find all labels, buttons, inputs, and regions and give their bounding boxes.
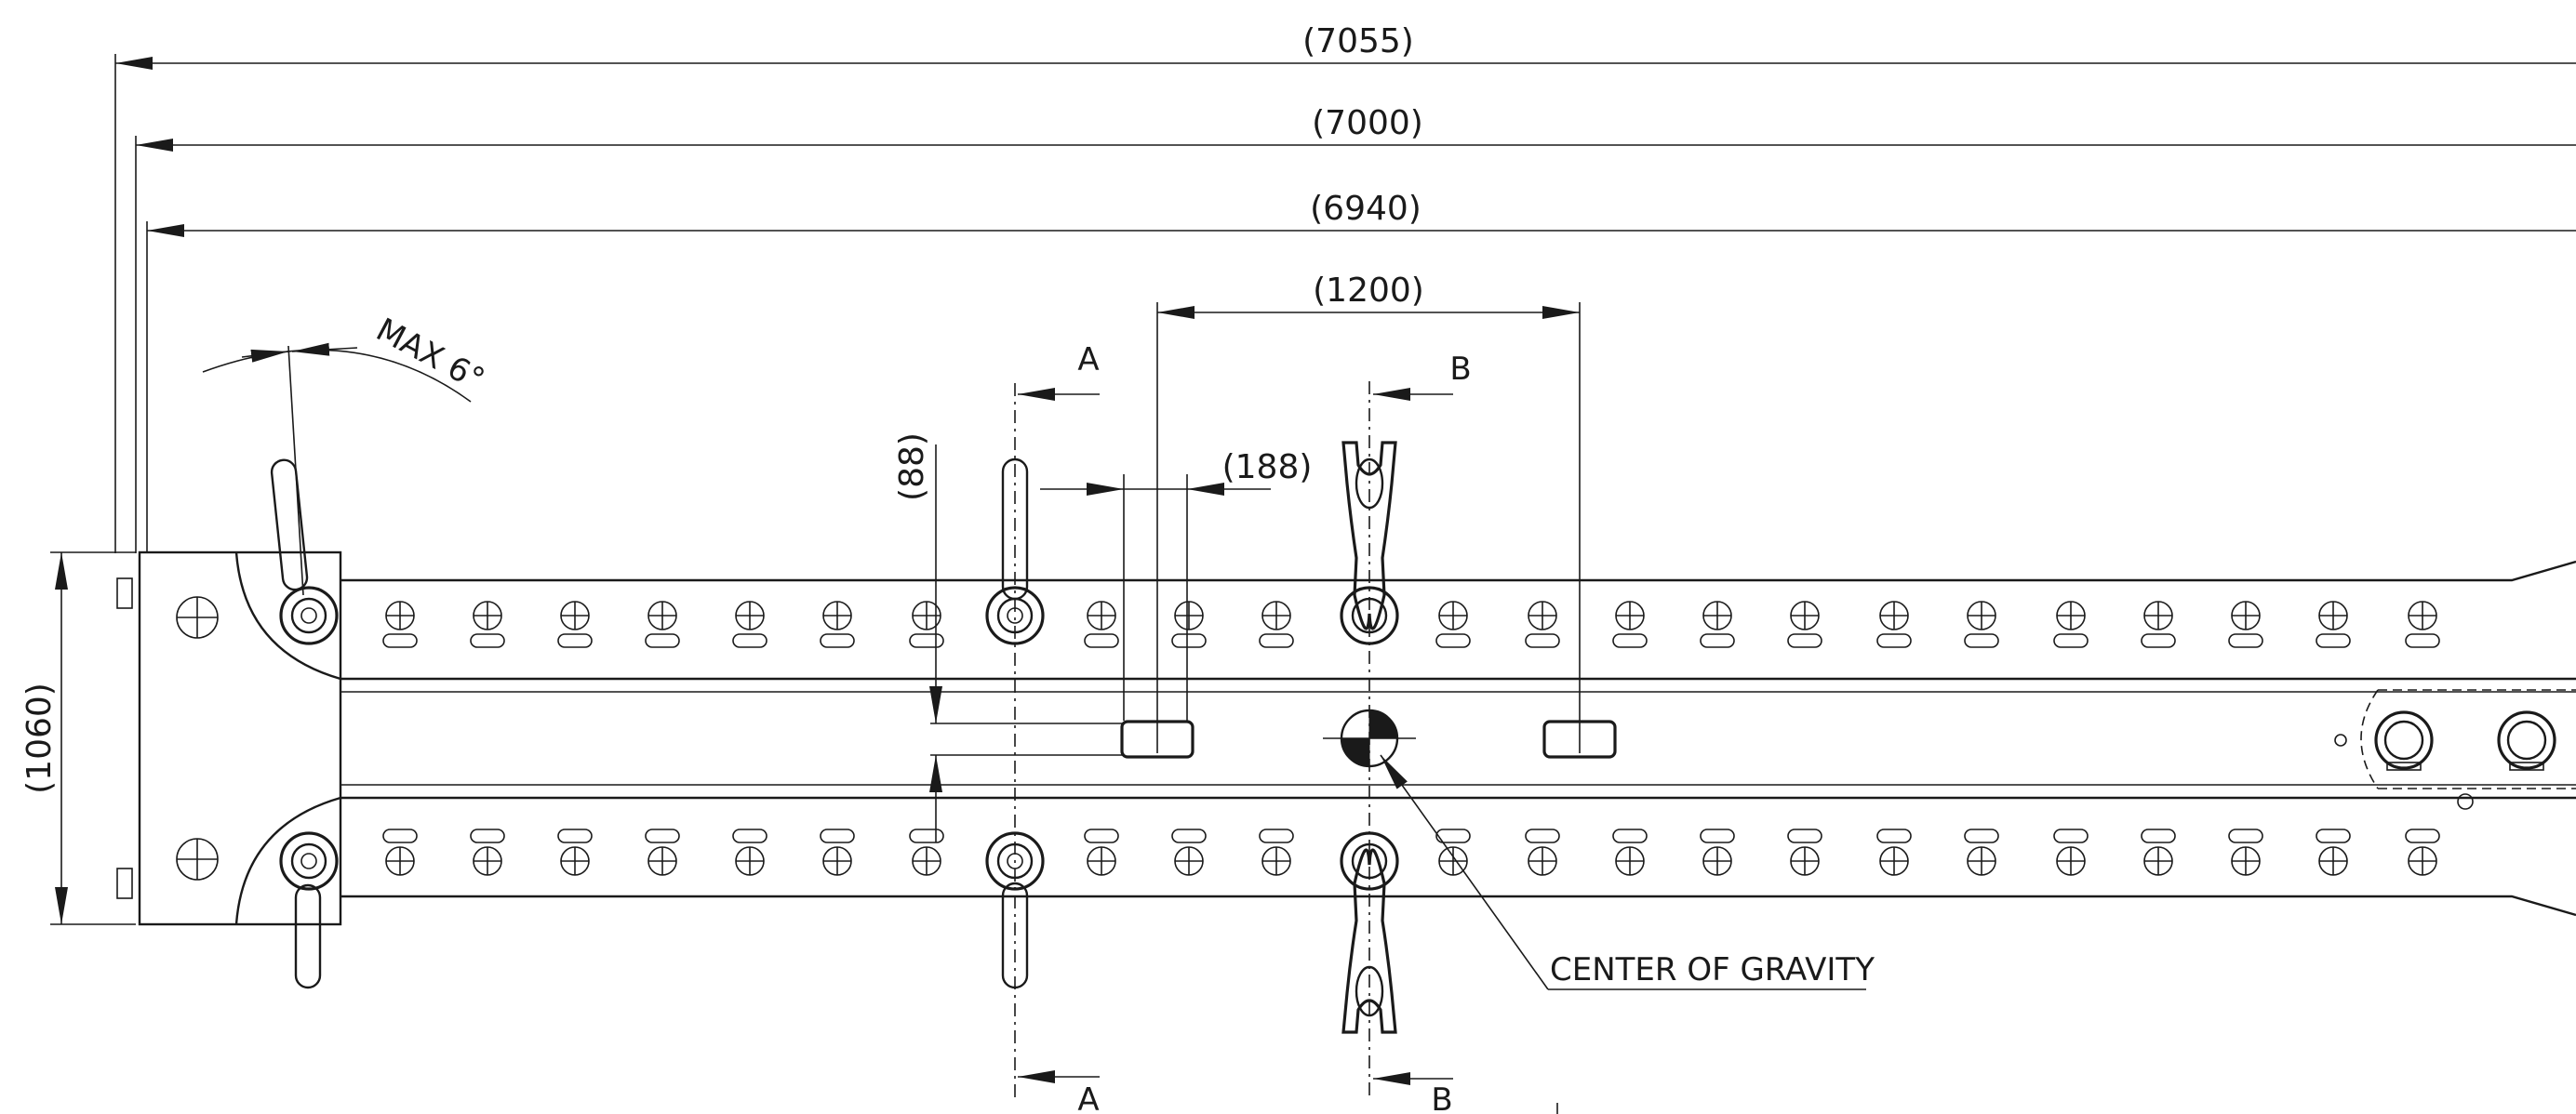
left-lower-lifting-pin [279, 831, 339, 989]
lower-rail-slots [382, 829, 2440, 876]
section-a-top-label: A [1077, 341, 1099, 378]
center-slot-right [1542, 720, 1617, 759]
section-line-b: B B [1368, 351, 1472, 1114]
left-upper-lifting-pin [270, 458, 339, 645]
dimension-88-label: (88) [893, 432, 931, 501]
section-b-top-label: B [1449, 351, 1471, 388]
section-a-bottom-label: A [1077, 1081, 1099, 1114]
dimension-188: (188) [1040, 448, 1312, 721]
dimension-1060: (1060) [20, 551, 136, 925]
dimension-188-label: (188) [1222, 448, 1313, 486]
section-line-a: A A [1014, 341, 1100, 1114]
dimension-7055-label: (7055) [1302, 22, 1414, 60]
angle-label: MAX 6° [370, 312, 490, 399]
frame-upper-rail [340, 560, 2576, 693]
dimension-7000: (7000) [135, 104, 2576, 553]
dimension-1200-label: (1200) [1313, 272, 1424, 310]
center-of-gravity-symbol [1323, 709, 1416, 768]
frame-lower-rail [340, 784, 2576, 917]
center-slot-left [1120, 720, 1195, 759]
dimension-6940: (6940) [146, 190, 2576, 553]
right-end-connector-group [2334, 689, 2576, 810]
upper-rail-slots [382, 601, 2440, 648]
center-of-gravity-callout: CENTER OF GRAVITY [1380, 754, 1875, 990]
dimension-88: (88) [893, 432, 1124, 842]
frame-left-end-plate [116, 550, 342, 926]
dimension-6940-label: (6940) [1310, 190, 1421, 228]
dimension-7055: (7055) [114, 22, 2576, 553]
center-of-gravity-label: CENTER OF GRAVITY [1550, 951, 1875, 988]
dimension-7000-label: (7000) [1312, 104, 1423, 142]
section-a-lower-lifting-pin [985, 831, 1045, 989]
section-b-bottom-label: B [1431, 1081, 1452, 1114]
dimension-1060-label: (1060) [20, 683, 59, 794]
dimension-1200: (1200) [1156, 272, 1581, 753]
